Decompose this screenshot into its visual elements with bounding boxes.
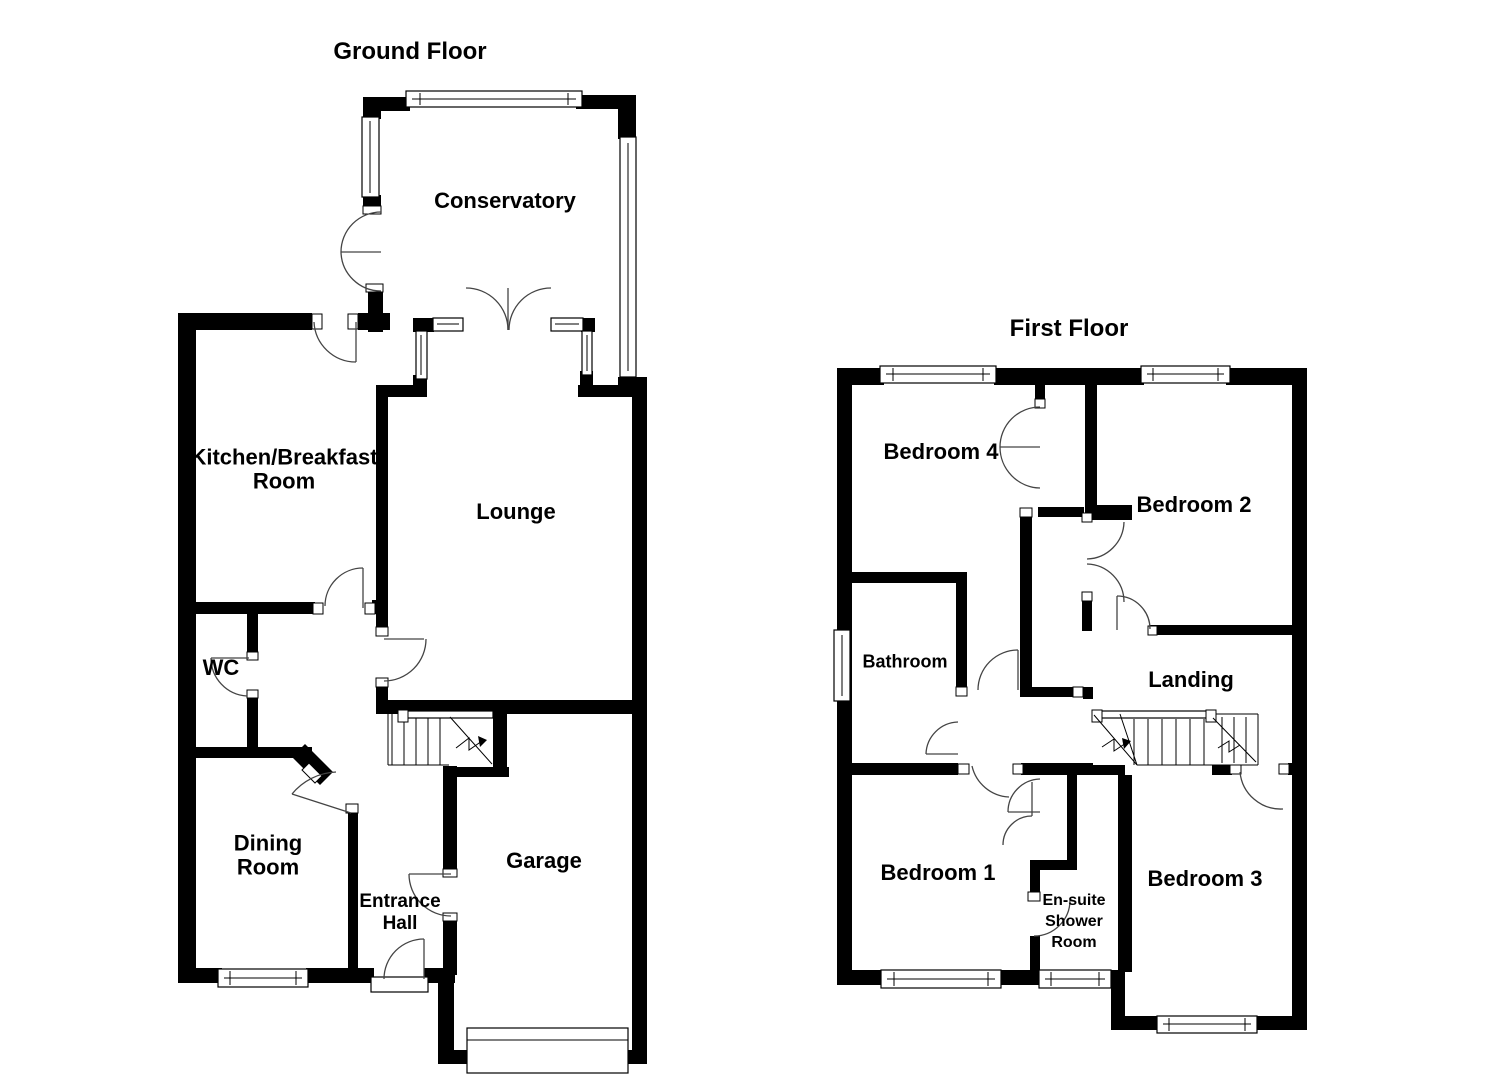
window xyxy=(1140,365,1231,384)
window xyxy=(880,969,1002,989)
window xyxy=(581,330,593,376)
door-arc xyxy=(999,446,1041,489)
window xyxy=(833,629,851,702)
room-label-bathroom: Bathroom xyxy=(862,651,948,672)
room-label-ensuite-line2: Shower xyxy=(1045,912,1103,930)
door-arc xyxy=(210,657,248,697)
door-arc xyxy=(324,567,364,607)
room-label-dining: Dining Room xyxy=(234,831,302,879)
ground-floor-windows xyxy=(217,90,637,1074)
room-label-bedroom3: Bedroom 3 xyxy=(1147,866,1263,892)
room-label-bedroom1: Bedroom 1 xyxy=(880,860,996,886)
room-label-bedroom4: Bedroom 4 xyxy=(883,439,999,465)
window xyxy=(1156,1015,1258,1034)
door-arc xyxy=(925,721,959,755)
room-label-entrance-line2: Hall xyxy=(382,913,418,934)
garage-door xyxy=(466,1027,629,1074)
window xyxy=(550,317,584,332)
window xyxy=(361,116,380,198)
room-label-dining-line1: Dining xyxy=(233,830,303,856)
first-floor-windows xyxy=(833,365,1258,1034)
door-arc xyxy=(1033,899,1071,937)
door-arc xyxy=(383,938,425,980)
door-arc xyxy=(1002,815,1033,846)
window xyxy=(405,90,583,108)
room-label-wc: WC xyxy=(202,655,240,681)
window xyxy=(432,317,464,332)
door-arc xyxy=(971,765,1010,798)
room-label-kitchen: Kitchen/Breakfast Room xyxy=(190,445,377,493)
room-label-ensuite-line3: Room xyxy=(1051,933,1097,951)
window xyxy=(415,330,428,380)
first-floor-title: First Floor xyxy=(1009,315,1129,343)
room-label-ensuite-line1: En-suite xyxy=(1042,891,1106,909)
ground-floor-jambs xyxy=(246,205,458,922)
room-label-entrance-hall: Entrance Hall xyxy=(359,891,440,935)
window xyxy=(1038,969,1112,989)
ground-floor-doors xyxy=(210,211,552,980)
door-arc xyxy=(1086,521,1125,560)
room-label-kitchen-line1: Kitchen/Breakfast xyxy=(190,444,378,470)
room-label-lounge: Lounge xyxy=(476,499,556,525)
window xyxy=(619,136,637,378)
door-arc xyxy=(408,873,452,917)
door-arc xyxy=(1116,595,1151,630)
door-arc xyxy=(340,251,382,292)
room-label-conservatory: Conservatory xyxy=(434,188,576,214)
first-floor-jambs xyxy=(955,398,1290,902)
door-arc xyxy=(508,287,552,331)
door-arc xyxy=(291,771,337,795)
window xyxy=(217,968,309,988)
ground-floor-walls xyxy=(178,95,647,1064)
room-label-ensuite: En-suite Shower Room xyxy=(1042,891,1105,953)
door-arc xyxy=(1086,563,1125,603)
first-floor-doors xyxy=(925,406,1284,937)
door-arc xyxy=(313,321,357,363)
room-label-dining-line2: Room xyxy=(236,854,300,879)
door-arc xyxy=(465,287,509,331)
ground-floor-title: Ground Floor xyxy=(333,38,487,66)
front-door-threshold xyxy=(370,976,429,993)
window xyxy=(879,365,997,384)
door-arc xyxy=(999,406,1041,448)
staircase-ground-floor xyxy=(387,709,494,766)
door-arc xyxy=(383,638,427,682)
door-arc xyxy=(1007,778,1041,813)
door-arc xyxy=(1239,771,1284,810)
door-arc xyxy=(340,211,382,253)
room-label-garage: Garage xyxy=(506,848,582,874)
door-arc xyxy=(977,649,1019,691)
room-label-bedroom2: Bedroom 2 xyxy=(1136,492,1252,518)
room-label-entrance-line1: Entrance xyxy=(359,890,441,912)
staircase-first-floor xyxy=(1091,709,1259,766)
room-label-kitchen-line2: Room xyxy=(252,468,316,493)
room-label-landing: Landing xyxy=(1148,667,1234,693)
